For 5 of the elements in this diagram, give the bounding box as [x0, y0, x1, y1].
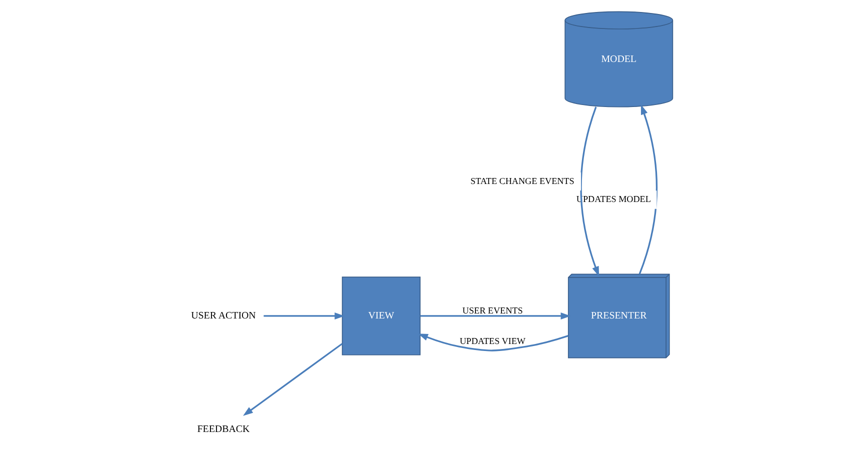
edge-label: UPDATES VIEW: [459, 336, 525, 346]
edge-label: STATE CHANGE EVENTS: [470, 176, 574, 186]
edge-label: USER EVENTS: [462, 305, 522, 316]
node-text: FEEDBACK: [196, 424, 250, 435]
node-text: USER ACTION: [190, 310, 256, 322]
